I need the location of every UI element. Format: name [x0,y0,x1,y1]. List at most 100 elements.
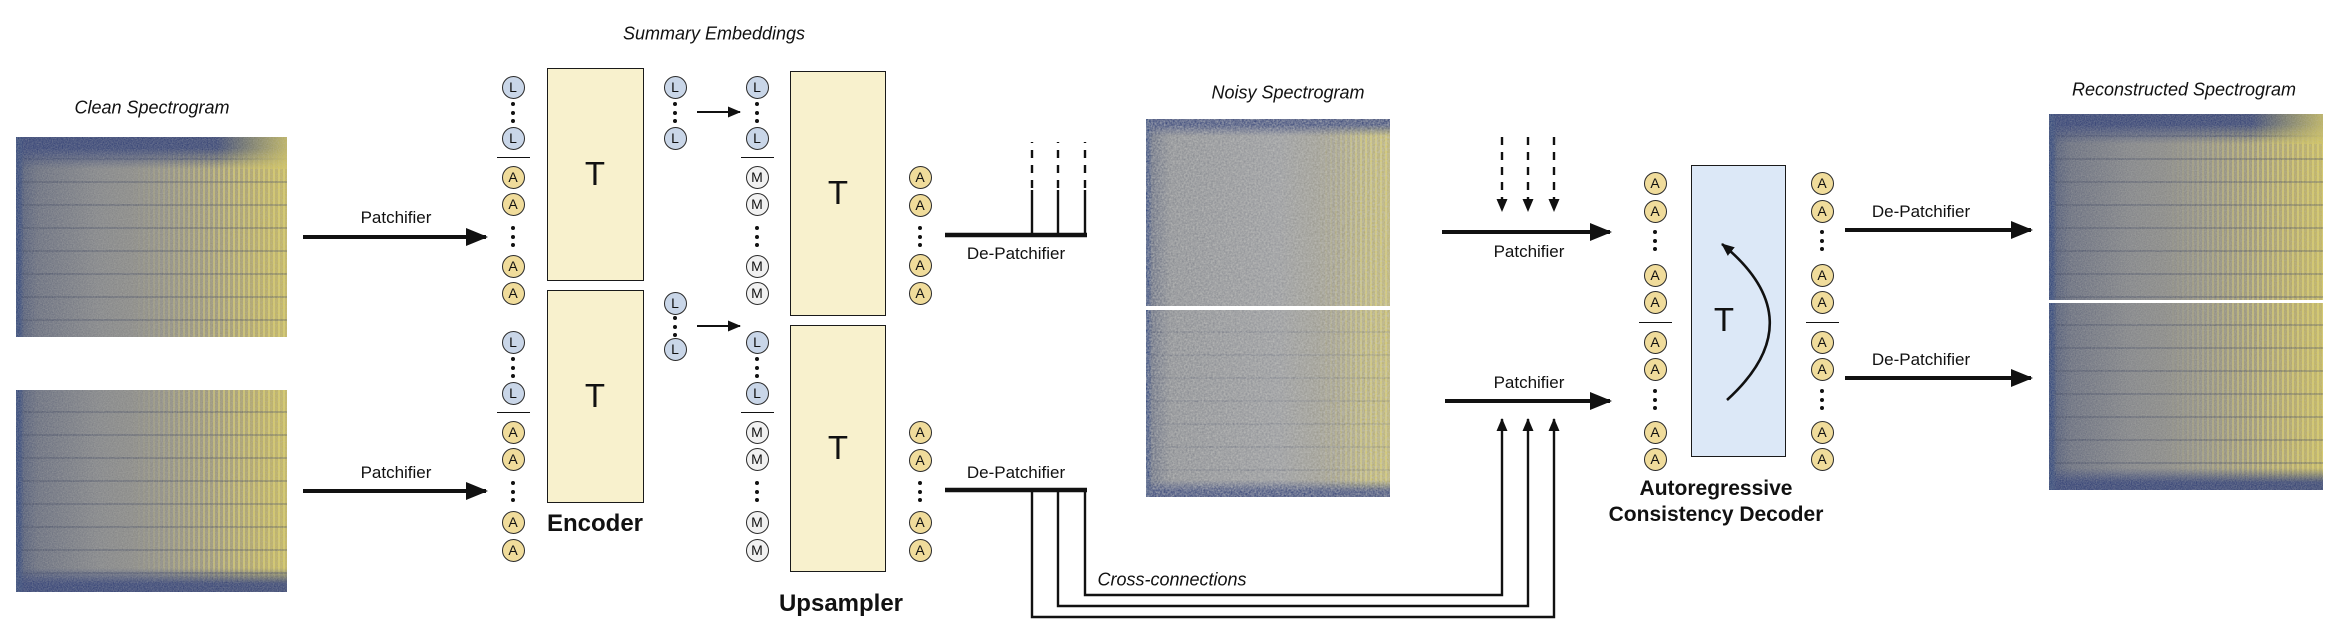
token-L: L [663,337,687,361]
token-L: L [501,330,525,354]
token-A: A [1643,357,1667,381]
token-L: L [663,75,687,99]
noise-texture [16,137,287,337]
token-L: L [745,381,769,405]
ellipsis-dots-icon [511,102,515,123]
noise-texture [1146,310,1390,497]
noise-texture [2049,114,2323,300]
ellipsis-dots-icon [755,481,759,502]
token-A: A [1643,171,1667,195]
ellipsis-dots-icon [1653,389,1657,410]
token-M: M [745,254,769,278]
token-L: L [501,126,525,150]
encoder-transformer-box-top [547,68,644,281]
token-group-separator [1638,322,1672,323]
noisy-spectrogram-label: Noisy Spectrogram [1211,82,1365,103]
token-L: L [501,75,525,99]
token-A: A [908,510,932,534]
token-A: A [1810,420,1834,444]
token-A: A [1643,199,1667,223]
reconstructed-spectrogram-image-2 [2049,303,2323,490]
token-L: L [663,291,687,315]
token-M: M [745,538,769,562]
token-A: A [501,447,525,471]
decoder-label-line1: Autoregressive [1639,477,1793,500]
ellipsis-dots-icon [755,102,759,123]
token-A: A [908,281,932,305]
cross-connection-stubs-up [1030,142,1087,235]
token-A: A [501,165,525,189]
token-A: A [501,254,525,278]
token-A: A [908,538,932,562]
token-A: A [501,510,525,534]
token-A: A [1810,447,1834,471]
ellipsis-dots-icon [511,481,515,502]
token-A: A [1810,290,1834,314]
ellipsis-dots-icon [918,226,922,247]
token-A: A [1810,171,1834,195]
token-A: A [908,420,932,444]
de-patchifier-label-bottom: De-Patchifier [966,463,1066,482]
token-A: A [908,448,932,472]
ellipsis-dots-icon [511,357,515,378]
decoder-de-patchifier-label-top: De-Patchifier [1871,202,1971,221]
decoder-patchifier-label-bottom: Patchifier [1493,373,1565,392]
token-A: A [501,192,525,216]
cross-connection-dashed-arrows [1496,137,1560,212]
upsampler-label: Upsampler [778,590,904,617]
upsampler-transformer-box-top [790,71,886,316]
token-M: M [745,420,769,444]
ellipsis-dots-icon [918,481,922,502]
decoder-de-patchifier-label-bottom: De-Patchifier [1871,350,1971,369]
encoder-transformer-box-bottom [547,290,644,503]
token-L: L [745,330,769,354]
token-L: L [663,126,687,150]
transformer-t-label: T [584,155,606,192]
reconstructed-spectrogram-image-1 [2049,114,2323,300]
ellipsis-dots-icon [1653,230,1657,251]
transformer-t-label: T [1713,301,1735,338]
decoder-label-line2: Consistency Decoder [1608,503,1824,526]
ellipsis-dots-icon [673,102,677,123]
encoder-label: Encoder [546,510,644,537]
token-A: A [501,420,525,444]
token-L: L [745,126,769,150]
ellipsis-dots-icon [1820,230,1824,251]
clean-spectrogram-image-2 [16,390,287,592]
token-A: A [1643,290,1667,314]
token-L: L [501,381,525,405]
ellipsis-dots-icon [1820,389,1824,410]
patchifier-label-top: Patchifier [360,208,432,227]
token-L: L [745,75,769,99]
clean-spectrogram-label: Clean Spectrogram [74,97,230,118]
transformer-t-label: T [827,429,849,466]
token-A: A [501,538,525,562]
token-group-separator [740,157,774,158]
token-A: A [1810,330,1834,354]
token-M: M [745,192,769,216]
reconstructed-spectrogram-label: Reconstructed Spectrogram [2071,79,2297,100]
token-group-separator [496,157,530,158]
token-A: A [1643,447,1667,471]
token-M: M [745,510,769,534]
summary-embeddings-label: Summary Embeddings [622,23,806,44]
cross-connections-label: Cross-connections [1097,569,1247,590]
noise-texture [16,390,287,592]
token-A: A [1810,263,1834,287]
transformer-t-label: T [584,377,606,414]
token-M: M [745,447,769,471]
decoder-patchifier-label-top: Patchifier [1493,242,1565,261]
ellipsis-dots-icon [755,357,759,378]
token-A: A [1643,330,1667,354]
ellipsis-dots-icon [673,316,677,337]
noisy-spectrogram-image-1 [1146,119,1390,306]
token-A: A [501,281,525,305]
token-A: A [1810,199,1834,223]
token-A: A [1810,357,1834,381]
token-A: A [1643,263,1667,287]
transformer-t-label: T [827,174,849,211]
token-A: A [908,253,932,277]
token-group-separator [1805,322,1839,323]
token-A: A [908,165,932,189]
